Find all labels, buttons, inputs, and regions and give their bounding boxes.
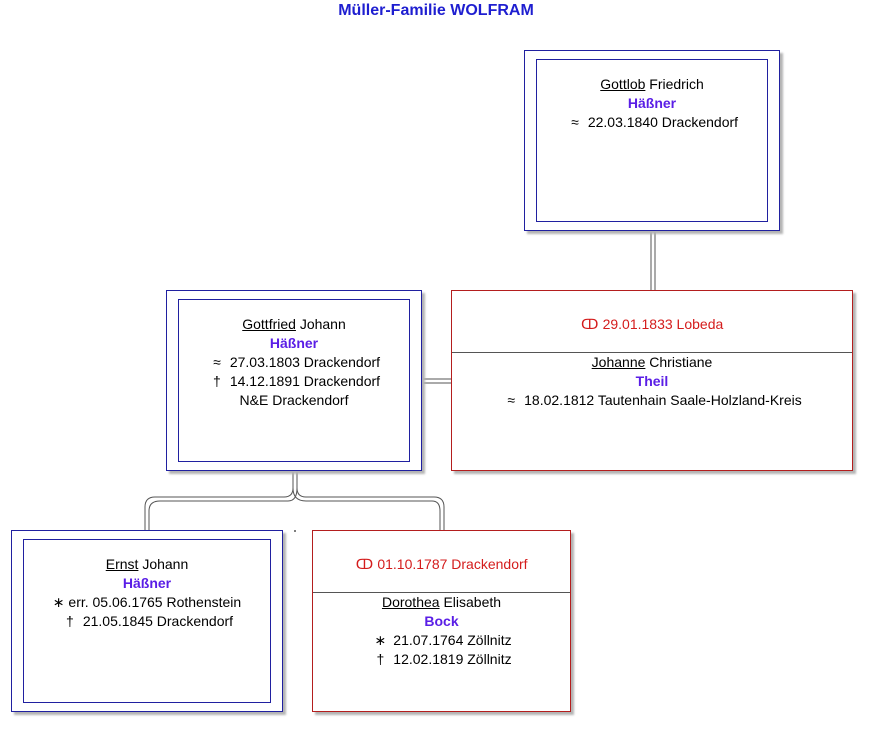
person-surname: Häßner	[122, 575, 172, 591]
marriage-event: ↀ 01.10.1787 Drackendorf	[355, 556, 528, 572]
birth-icon: ∗	[52, 594, 65, 610]
death-event: † 12.02.1819 Zöllnitz	[313, 650, 570, 669]
baptism-icon: ≈	[213, 354, 221, 370]
person-name: Johanne Christiane	[591, 354, 713, 370]
person-name: Dorothea Elisabeth	[381, 594, 502, 610]
baptism-icon: ≈	[571, 114, 579, 130]
divider	[313, 592, 570, 593]
baptism-event: ≈ 18.02.1812 Tautenhain Saale-Holzland-K…	[452, 391, 852, 410]
marriage-rings-icon: ↀ	[355, 556, 374, 572]
spouse-box-johanne[interactable]: ↀ 29.01.1833 Lobeda Johanne Christiane T…	[451, 290, 853, 471]
baptism-icon: ≈	[507, 392, 516, 408]
person-box-gottfried[interactable]: Gottfried Johann Häßner ≈ 27.03.1803 Dra…	[166, 290, 422, 471]
extra-info: N&E Drackendorf	[239, 392, 349, 408]
birth-icon: ∗	[374, 632, 387, 648]
person-surname: Häßner	[627, 95, 677, 111]
birth-event: ∗ err. 05.06.1765 Rothenstein	[52, 594, 242, 610]
death-event: † 21.05.1845 Drackendorf	[12, 612, 282, 631]
death-icon: †	[376, 651, 385, 667]
person-surname: Häßner	[269, 335, 319, 351]
person-box-ernst[interactable]: Ernst Johann Häßner ∗ err. 05.06.1765 Ro…	[11, 530, 283, 712]
death-event: † 14.12.1891 Drackendorf	[167, 372, 421, 391]
death-icon: †	[66, 613, 74, 629]
divider	[452, 352, 852, 353]
baptism-event: ≈ 27.03.1803 Drackendorf	[167, 353, 421, 372]
person-name: Ernst Johann	[105, 556, 189, 572]
baptism-event: ≈ 22.03.1840 Drackendorf	[525, 113, 779, 132]
person-box-gottlob[interactable]: Gottlob Friedrich Häßner ≈ 22.03.1840 Dr…	[524, 50, 780, 231]
person-surname: Bock	[424, 613, 459, 629]
death-icon: †	[213, 373, 221, 389]
chart-title: Müller-Familie WOLFRAM	[338, 2, 534, 19]
birth-event: ∗ 21.07.1764 Zöllnitz	[313, 631, 570, 650]
person-name: Gottlob Friedrich	[600, 76, 704, 92]
marriage-event: ↀ 29.01.1833 Lobeda	[580, 316, 724, 332]
person-name: Gottfried Johann	[242, 316, 346, 332]
marriage-rings-icon: ↀ	[580, 316, 599, 332]
spouse-box-dorothea[interactable]: ↀ 01.10.1787 Drackendorf Dorothea Elisab…	[312, 530, 571, 712]
person-surname: Theil	[635, 373, 669, 389]
